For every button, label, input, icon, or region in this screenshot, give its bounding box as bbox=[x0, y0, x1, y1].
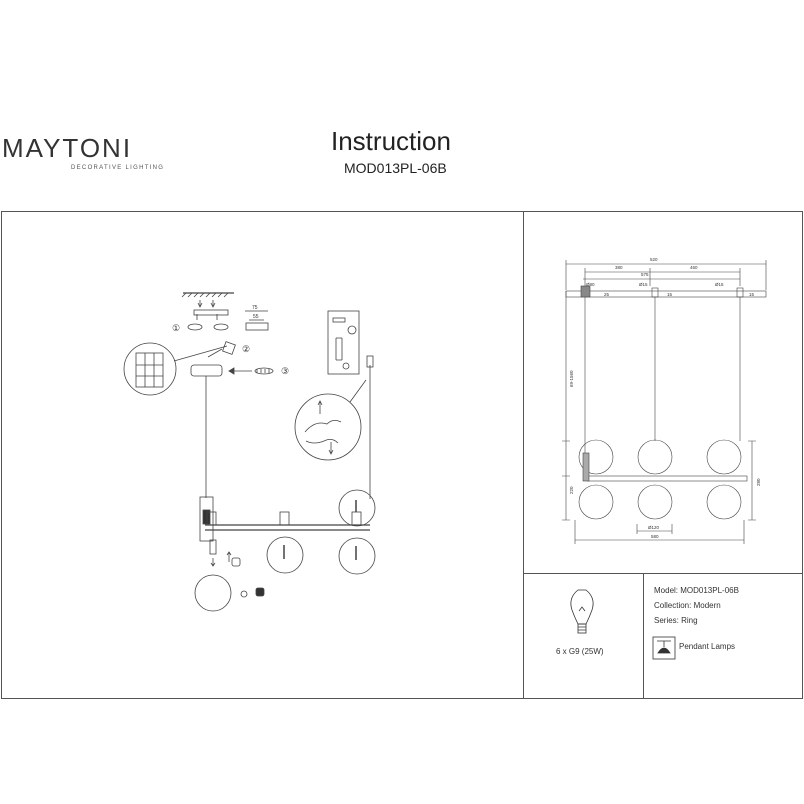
dim-520: 520 bbox=[650, 257, 658, 262]
rod-end-holder bbox=[199, 496, 214, 542]
step-3-label: ③ bbox=[281, 366, 289, 376]
bulb-icon bbox=[570, 589, 594, 634]
hand-leader bbox=[349, 379, 367, 403]
dim-rod bbox=[586, 475, 748, 482]
step-2-label: ② bbox=[242, 344, 250, 354]
bulb-spec: 6 x G9 (25W) bbox=[556, 647, 604, 656]
info-model: Model: MOD013PL-06B bbox=[654, 586, 739, 595]
ceiling-hatch bbox=[181, 292, 229, 298]
dimension-drawing bbox=[562, 260, 767, 544]
dim-d80: Ø80 bbox=[586, 282, 595, 287]
dim-globe-2 bbox=[637, 439, 673, 475]
dim-575: 575 bbox=[641, 272, 649, 277]
dim-h15a: 15 bbox=[667, 292, 673, 297]
globe-bottom-middle bbox=[266, 536, 304, 574]
terminal-block bbox=[135, 352, 164, 388]
terminal-detail-circle bbox=[123, 342, 177, 396]
dim-h280: 280 bbox=[756, 478, 761, 486]
panel-divider-vertical bbox=[523, 211, 524, 699]
cap-15a bbox=[651, 287, 659, 298]
hand-detail-circle bbox=[294, 393, 362, 461]
page-title: Instruction bbox=[331, 126, 451, 156]
canopy bbox=[190, 364, 223, 377]
dim-380: 380 bbox=[615, 265, 623, 270]
instruction-frame bbox=[1, 211, 803, 699]
info-collection: Collection: Modern bbox=[654, 601, 721, 610]
detail-leader bbox=[173, 345, 228, 362]
screw-3 bbox=[254, 367, 274, 375]
hand-sketch bbox=[304, 420, 342, 444]
dim-h25: 25 bbox=[604, 292, 610, 297]
dim-globe-1 bbox=[578, 439, 614, 475]
brand-name: MAYTONI bbox=[2, 133, 133, 163]
socket-right bbox=[351, 511, 362, 526]
dimension-labels: 520 380 460 575 Ø80 Ø15 Ø15 25 15 15 69-… bbox=[569, 257, 761, 539]
socket-left bbox=[206, 511, 217, 526]
ceiling-bar bbox=[565, 290, 767, 298]
inset-badge bbox=[347, 325, 357, 335]
cap-15b bbox=[736, 287, 744, 298]
model-code: MOD013PL-06B bbox=[344, 160, 447, 176]
dim-globe-4 bbox=[578, 484, 614, 520]
bracket-dim-55: 55 bbox=[253, 314, 259, 320]
adjustment-inset bbox=[327, 310, 360, 375]
pendant-lamp-icon bbox=[652, 636, 676, 660]
dim-h15b: 15 bbox=[749, 292, 755, 297]
globe-detached bbox=[194, 574, 232, 612]
assembly-labels: ① ② ③ 75 55 bbox=[172, 305, 289, 376]
connector-box bbox=[222, 341, 236, 355]
brand-logo: MAYTONI DECORATIVE LIGHTING bbox=[2, 133, 165, 171]
dim-w580: 580 bbox=[651, 534, 659, 539]
dim-d15a: Ø15 bbox=[639, 282, 648, 287]
dim-globe-3 bbox=[706, 439, 742, 475]
rotate-symbol-2 bbox=[213, 323, 229, 331]
bulb-detached bbox=[209, 539, 217, 555]
rotate-symbol-1 bbox=[187, 323, 203, 331]
globe-bottom-right bbox=[338, 537, 376, 575]
screw-arrows bbox=[196, 300, 218, 320]
info-series: Series: Ring bbox=[654, 616, 698, 625]
cable-gripper bbox=[366, 355, 374, 368]
rotate-badge-2 bbox=[255, 587, 265, 597]
assembly-diagram bbox=[123, 292, 376, 612]
dim-d120: Ø120 bbox=[648, 525, 660, 530]
bracket-dim-75: 75 bbox=[252, 305, 258, 311]
info-divider-vertical bbox=[643, 573, 644, 699]
dim-460: 460 bbox=[690, 265, 698, 270]
dim-height-range: 69-1560 bbox=[569, 370, 574, 387]
globe-top-right bbox=[338, 489, 376, 527]
bracket-profile bbox=[245, 322, 269, 331]
dim-globe-5 bbox=[637, 484, 673, 520]
step-1-label: ① bbox=[172, 323, 180, 333]
rotate-badge-1 bbox=[231, 557, 241, 567]
brand-tagline: DECORATIVE LIGHTING bbox=[71, 165, 165, 171]
mounting-bracket bbox=[193, 309, 229, 316]
dim-h220: 220 bbox=[569, 486, 574, 494]
info-type: Pendant Lamps bbox=[679, 642, 736, 651]
panel-divider-horizontal bbox=[523, 573, 803, 574]
dim-globe-6 bbox=[706, 484, 742, 520]
canopy-80 bbox=[580, 285, 591, 298]
dim-d15b: Ø15 bbox=[715, 282, 724, 287]
socket-middle bbox=[279, 511, 290, 526]
